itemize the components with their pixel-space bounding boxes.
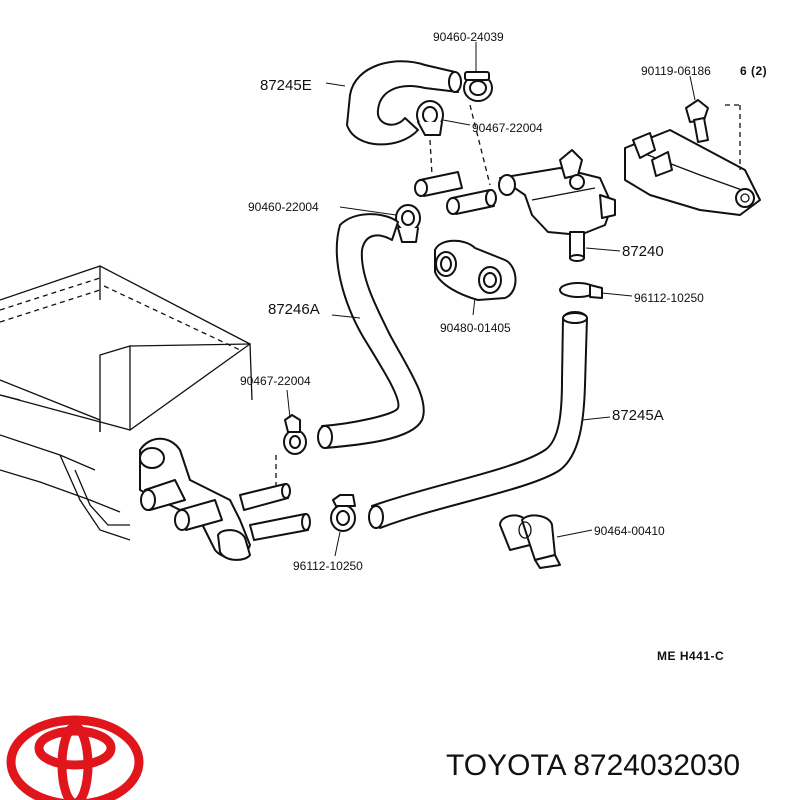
hose-87246a [317,213,425,449]
water-valve-87240 [498,149,616,262]
hose-87245a [368,311,588,529]
toyota-logo [6,715,144,800]
clamp-96112-10250-bottom [330,494,356,532]
label-clip-90464-00410: 90464-00410 [594,524,665,538]
clamp-90467-22004-left [275,414,307,490]
label-clamp-96112-10250-bottom: 96112-10250 [293,559,363,573]
footer-brand-part-number: TOYOTA 8724032030 [446,749,740,782]
connector-pipes [414,104,497,215]
label-valve-87240: 87240 [622,243,664,260]
clamp-90467-22004-top [416,100,444,136]
label-clip-90460-24039: 90460-24039 [433,30,504,44]
valve-bracket [624,104,761,216]
clip-90460-24039 [463,71,493,102]
label-clamp-90467-22004-left: 90467-22004 [240,374,311,388]
clip-90464-00410 [499,514,561,569]
label-hose-87245a: 87245A [612,407,664,424]
label-bolt-quantity: 6 (2) [740,64,767,78]
diagram-code: ME H441-C [657,649,724,663]
leader-lines [286,42,696,557]
label-hose-87245e: 87245E [260,77,312,94]
engine-water-outlet [139,437,311,561]
label-hose-87246a: 87246A [268,301,320,318]
label-clamp-96112-10250-right: 96112-10250 [634,291,704,305]
clip-90460-22004 [395,204,421,243]
hose-87245e [346,60,462,146]
label-bolt-90119-06186: 90119-06186 [641,64,711,78]
label-clamp-90467-22004-top: 90467-22004 [472,121,543,135]
engine-block-outline [0,265,253,541]
label-grommet-90480-01405: 90480-01405 [440,321,511,335]
clamp-96112-10250-right [559,282,603,299]
label-clip-90460-22004: 90460-22004 [248,200,319,214]
grommet-90480-01405 [434,239,517,301]
